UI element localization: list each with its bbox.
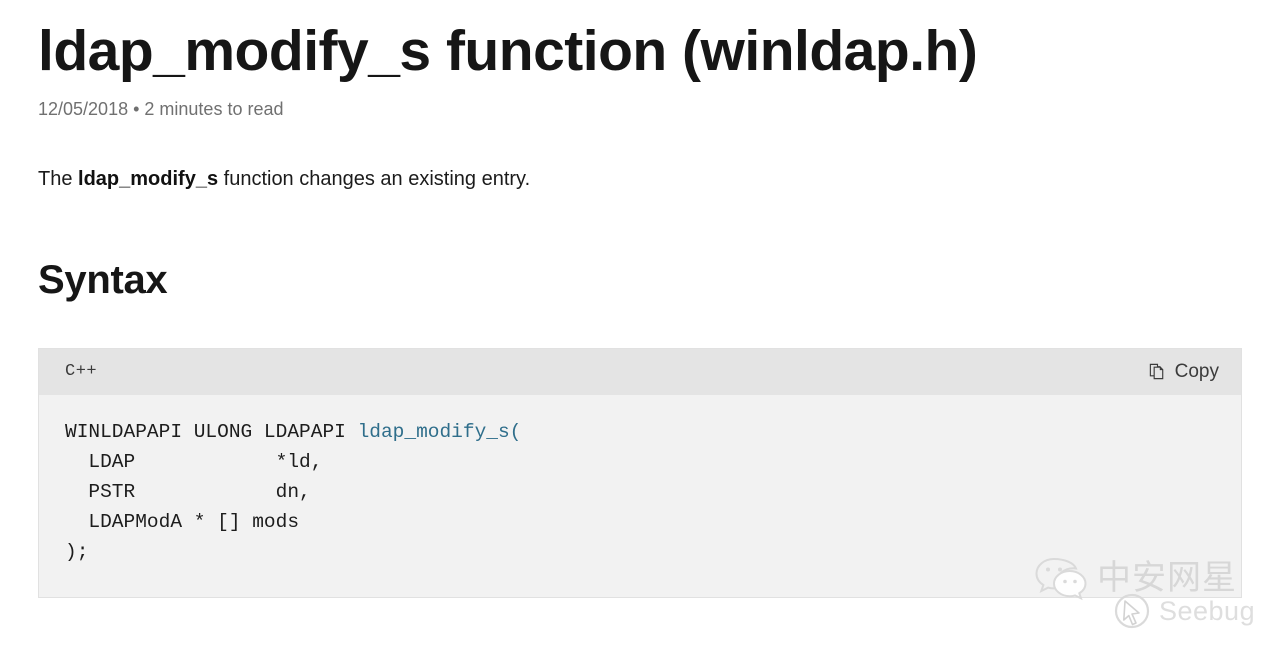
copy-icon xyxy=(1148,362,1167,381)
code-block-header: C++ Copy xyxy=(39,348,1241,395)
code-function-name: ldap_modify_s( xyxy=(357,420,522,443)
meta-separator: • xyxy=(133,99,140,120)
article-meta: 12/05/2018•2 minutes to read xyxy=(38,85,1242,121)
intro-function-name: ldap_modify_s xyxy=(78,167,219,190)
code-language-label: C++ xyxy=(65,362,98,382)
code-block: C++ Copy WINLDAPAPI ULONG LDAPAPI ldap_m… xyxy=(38,347,1242,598)
copy-button-label: Copy xyxy=(1174,361,1219,383)
watermark-seebug-text: Seebug xyxy=(1159,595,1256,626)
section-heading-syntax: Syntax xyxy=(38,257,168,302)
intro-paragraph: The ldap_modify_s function changes an ex… xyxy=(38,122,1242,194)
page-title: ldap_modify_s function (winldap.h) xyxy=(38,19,978,83)
publish-date: 12/05/2018 xyxy=(38,99,129,120)
code-block-body[interactable]: WINLDAPAPI ULONG LDAPAPI ldap_modify_s( … xyxy=(39,394,1241,597)
intro-text-after: function changes an existing entry. xyxy=(218,167,531,190)
code-line1-prefix: WINLDAPAPI ULONG LDAPAPI xyxy=(65,420,358,443)
intro-text-before: The xyxy=(38,167,79,190)
code-snippet: WINLDAPAPI ULONG LDAPAPI ldap_modify_s( … xyxy=(65,417,1215,567)
code-remaining-lines: LDAP *ld, PSTR dn, LDAPModA * [] mods ); xyxy=(65,450,323,563)
copy-button[interactable]: Copy xyxy=(1142,358,1225,385)
read-time: 2 minutes to read xyxy=(144,99,284,120)
